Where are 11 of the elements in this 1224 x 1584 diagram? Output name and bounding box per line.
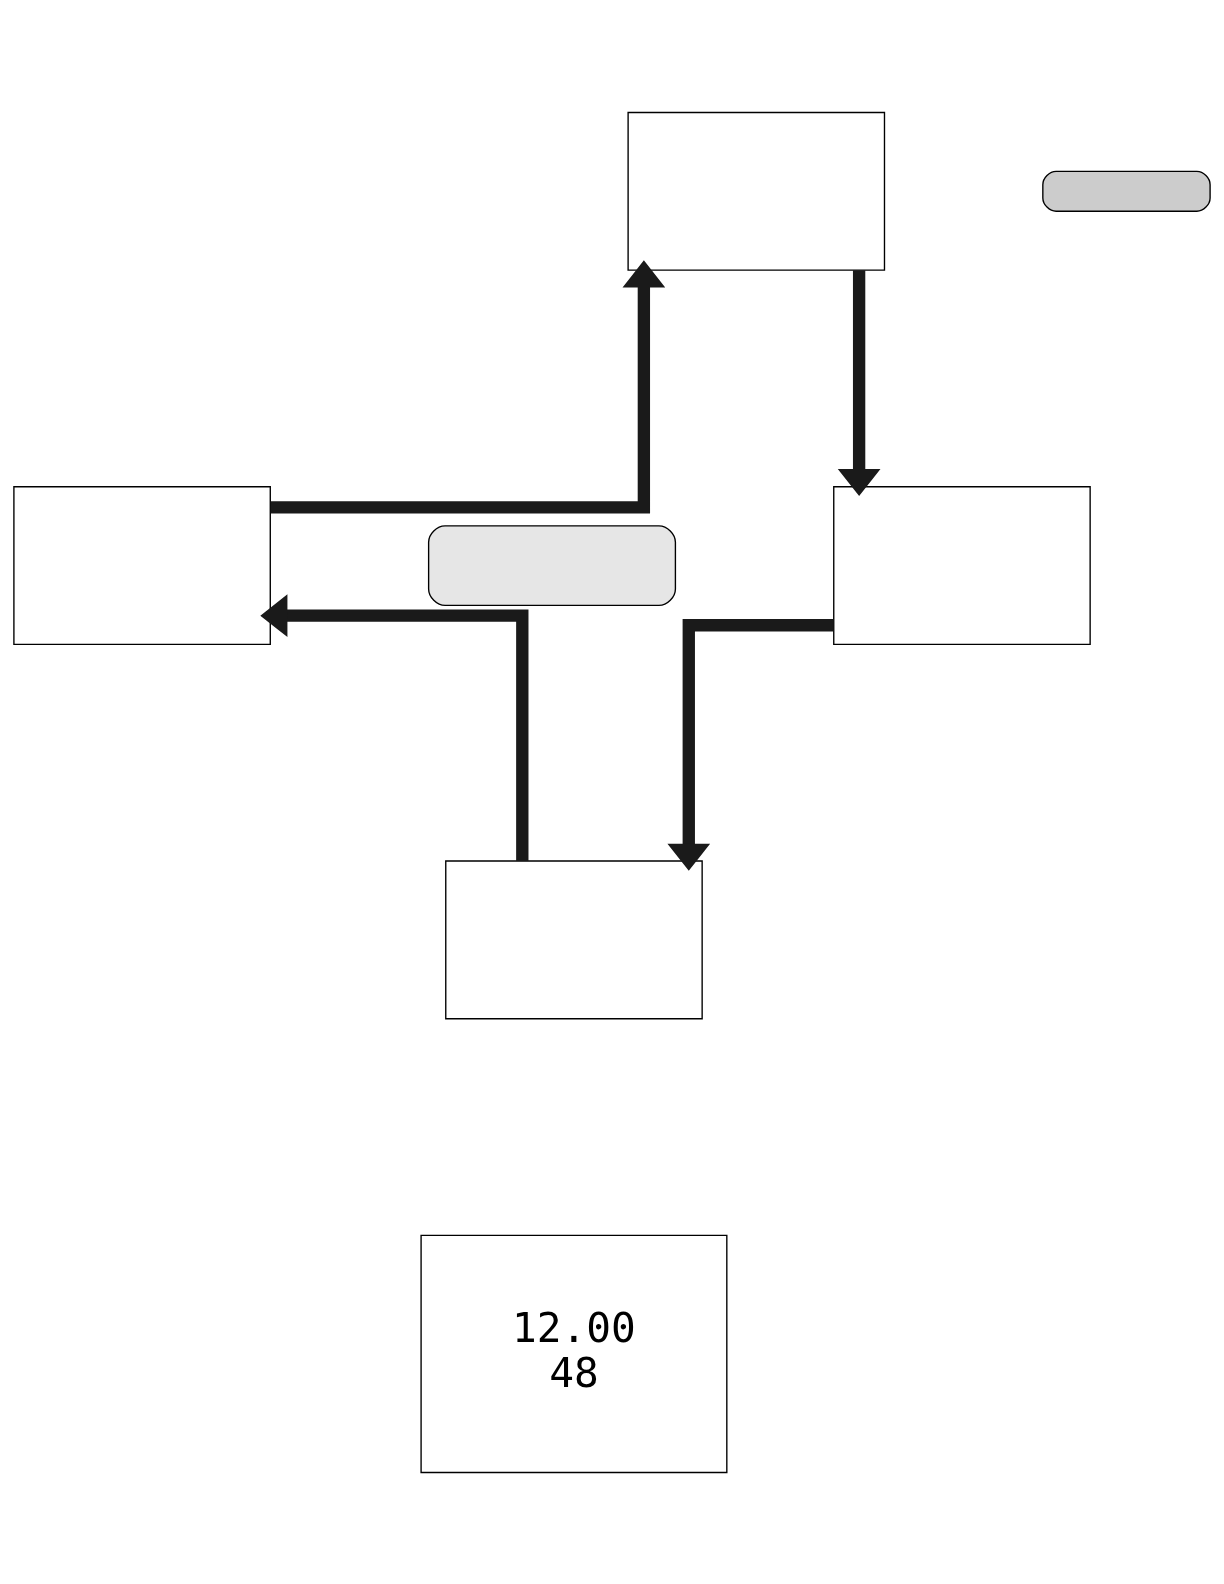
node-box: [445, 859, 703, 1019]
node-box: [833, 485, 1091, 645]
node-box: 12.00 48: [420, 1234, 728, 1473]
node-box: [1042, 170, 1211, 212]
arrow: [837, 269, 881, 496]
node-box: [627, 111, 886, 271]
node-box: [427, 524, 677, 606]
node-box: [13, 485, 271, 645]
arrow: [667, 618, 834, 871]
arrow: [260, 593, 529, 861]
arrow: [270, 259, 666, 513]
